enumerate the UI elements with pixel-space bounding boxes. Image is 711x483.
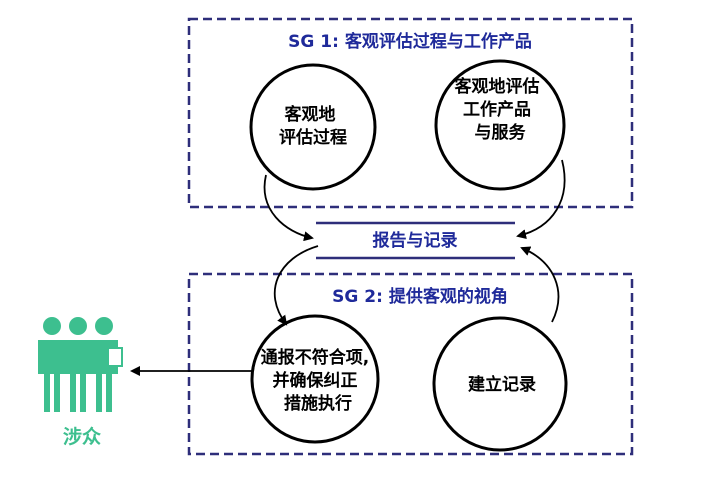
sg2-circle-report-noncompliance [250,314,380,444]
sg1-frame [187,17,634,209]
arrow-record-to-report [274,245,319,326]
sg2-circle-establish-records [432,316,568,452]
sg1-circle-evaluate-process-label: 客观地 评估过程 [279,104,347,148]
arrow-establish-to-record [520,246,560,323]
sg2-circle-report-noncompliance-label: 通报不符合项, 并确保纠正 措施执行 [261,347,375,414]
sg2-circle-establish-records-label: 建立记录 [468,374,536,395]
people-group-icon [38,317,123,412]
center-label: 报告与记录 [373,230,458,251]
stakeholders-label: 涉众 [63,425,101,448]
sg1-circle-evaluate-process [249,63,377,191]
sg1-circle-evaluate-products [434,59,566,191]
sg2-frame [187,272,634,456]
arrow-process-to-record [263,174,314,242]
sg2-title: SG 2: 提供客观的视角 [332,286,508,307]
sg1-circle-evaluate-products-label: 客观地评估 工作产品 与服务 [454,76,546,143]
sg1-title: SG 1: 客观评估过程与工作产品 [288,31,532,52]
arrow-products-to-record [516,159,566,240]
